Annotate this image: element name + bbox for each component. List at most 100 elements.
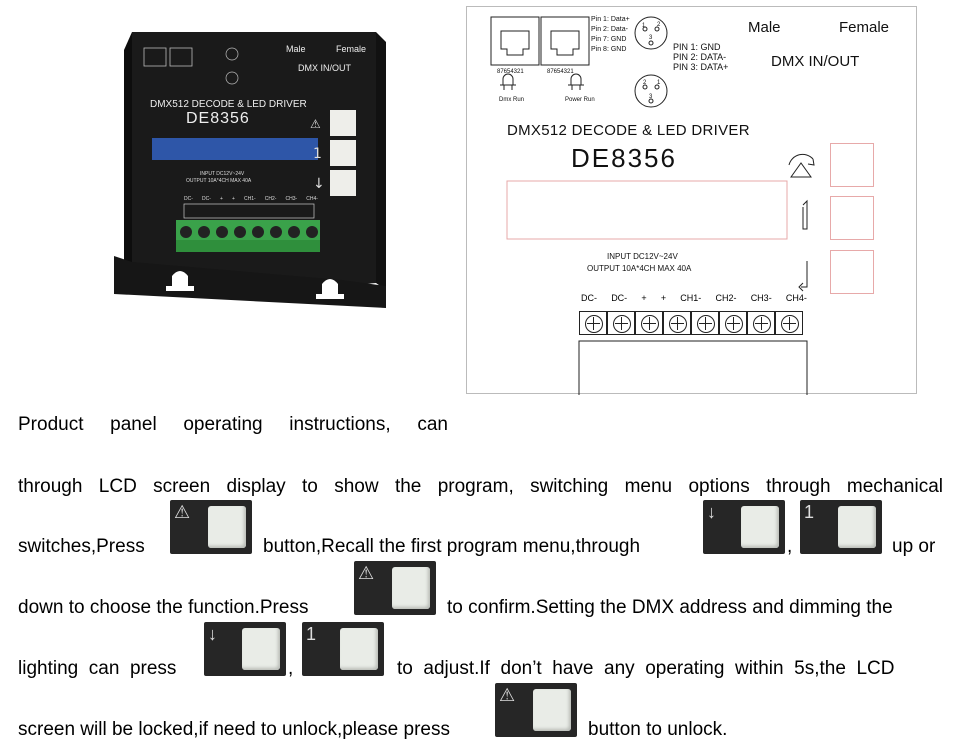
line3-text-a: switches,Press [18, 536, 145, 557]
confirm-arrow-icon: ⚠ [174, 502, 191, 522]
confirm-button-image: ⚠ [354, 561, 436, 615]
terminal-label: + [641, 293, 647, 303]
input-spec: INPUT DC12V~24V [607, 252, 678, 261]
line5-text-b: , [288, 658, 294, 679]
line5-text-a: lighting can press [18, 658, 177, 679]
word: panel [110, 414, 157, 435]
line3-text-d: up or [892, 536, 936, 557]
rj45-pin: Pin 8: GND [591, 46, 627, 53]
down-button-image: ↓ [204, 622, 286, 676]
word: Product [18, 414, 84, 435]
rj45-pin: Pin 1: Data+ [591, 16, 630, 23]
word: options [688, 476, 750, 497]
word: menu [624, 476, 673, 497]
instructions-line-2: through LCD screen display to show the p… [18, 476, 943, 498]
terminal-label: CH3- [750, 293, 772, 303]
diagram-title: DMX512 DECODE & LED DRIVER [507, 122, 750, 139]
terminal-label: DC- [581, 293, 597, 303]
up-button-image: 1 [800, 500, 882, 554]
line6-text-b: button to unlock. [588, 719, 728, 740]
up-button-outline [830, 196, 874, 240]
photo-input: INPUT DC12V~24V [200, 171, 245, 177]
svg-text:1: 1 [313, 146, 322, 162]
photo-terminal-label: + [231, 196, 235, 202]
word: show [334, 476, 379, 497]
xlr-male-pin-number: 3 [649, 35, 653, 41]
word: operating [183, 414, 263, 435]
xlr-male-pin-number: 1 [642, 23, 646, 29]
photo-terminal-labels: DC- DC- + + CH1- CH2- CH3- CH4- [184, 196, 318, 202]
instructions-line-1: Product panel operating instructions, ca… [18, 414, 448, 436]
terminal-label: DC- [611, 293, 628, 303]
word: switching [530, 476, 609, 497]
photo-title: DMX512 DECODE & LED DRIVER [150, 99, 307, 110]
power-run-led-label: Power Run [565, 97, 595, 103]
xlr-female-pin-number: 1 [657, 80, 661, 86]
rj45-pin: Pin 2: Data- [591, 26, 628, 33]
photo-terminal-label: CH1- [244, 196, 256, 202]
up-button-image: 1 [302, 622, 384, 676]
photo-terminal-label: CH3- [285, 196, 298, 202]
xlr-pin: PIN 2: DATA- [673, 52, 727, 62]
word: can [417, 414, 448, 435]
confirm-arrow-icon: ⚠ [358, 563, 375, 583]
confirm-button-image: ⚠ [170, 500, 252, 554]
confirm-button-outline [830, 143, 874, 187]
diagram-model: DE8356 [571, 143, 677, 173]
terminal-label: CH1- [680, 293, 702, 303]
confirm-arrow-icon: ⚠ [499, 685, 516, 705]
panel-diagram: Pin 1: Data+ Pin 2: Data- Pin 7: GND Pin… [466, 6, 917, 395]
terminal-screw [663, 311, 691, 335]
word: the [394, 476, 422, 497]
word: display [226, 476, 286, 497]
photo-model: DE8356 [186, 110, 250, 127]
photo-terminal-label: CH2- [264, 196, 277, 202]
terminal-screw [691, 311, 719, 335]
terminal-label: CH2- [715, 293, 737, 303]
word: mechanical [846, 476, 943, 497]
photo-terminal-label: CH4- [306, 196, 318, 202]
terminal-label: CH4- [785, 293, 807, 303]
word: instructions, [289, 414, 391, 435]
line3-text-c: , [787, 536, 793, 557]
terminal-screw [579, 311, 607, 335]
word: LCD [98, 476, 137, 497]
photo-terminal-label: DC- [201, 196, 211, 202]
output-spec: OUTPUT 10A*4CH MAX 40A [587, 264, 692, 273]
xlr-pin-list: PIN 1: GND PIN 2: DATA- PIN 3: DATA+ [673, 42, 728, 72]
photo-male-label: Male [286, 44, 306, 54]
word: through [766, 476, 831, 497]
svg-text:⚠: ⚠ [310, 117, 321, 131]
down-button-image: ↓ [703, 500, 785, 554]
photo-female-label: Female [336, 44, 367, 54]
rj45-number: 87654321 [547, 69, 574, 75]
up-arrow-icon: 1 [804, 502, 815, 522]
confirm-button-image: ⚠ [495, 683, 577, 737]
xlr-female-pin-number: 3 [649, 94, 653, 100]
up-arrow-icon: 1 [306, 624, 317, 644]
down-button-outline [830, 250, 874, 294]
rj45-number: 87654321 [497, 69, 524, 75]
photo-terminal-label: + [219, 196, 223, 202]
line6-text-a: screen will be locked,if need to unlock,… [18, 719, 450, 740]
word: to [302, 476, 318, 497]
female-label: Female [839, 19, 890, 36]
word: through [18, 476, 83, 497]
svg-text:↓: ↓ [313, 176, 325, 192]
line5-text-c: to adjust.If don’t have any operating wi… [397, 658, 895, 679]
terminal-screw [747, 311, 775, 335]
xlr-pin: PIN 3: DATA+ [673, 62, 729, 72]
photo-output: OUTPUT 10A*4CH MAX 40A [186, 178, 252, 184]
terminal-screw [775, 311, 803, 335]
down-arrow-icon: ↓ [208, 624, 217, 644]
rj45-pin: Pin 7: GND [591, 36, 627, 43]
xlr-female-pin-number: 2 [643, 80, 647, 86]
terminal-labels: DC- DC- + + CH1- CH2- CH3- CH4- [581, 293, 807, 303]
rj45-pin-list: Pin 1: Data+ Pin 2: Data- Pin 7: GND Pin… [591, 15, 630, 55]
male-label: Male [748, 19, 781, 36]
dmx-inout-label: DMX IN/OUT [771, 53, 860, 70]
photo-dmx-label: DMX IN/OUT [298, 63, 351, 73]
product-photo: ⚠ 1 ↓ Male Female DMX IN/OUT DMX512 DECO… [110, 18, 400, 308]
word: screen [153, 476, 211, 497]
terminal-label: + [660, 293, 667, 303]
